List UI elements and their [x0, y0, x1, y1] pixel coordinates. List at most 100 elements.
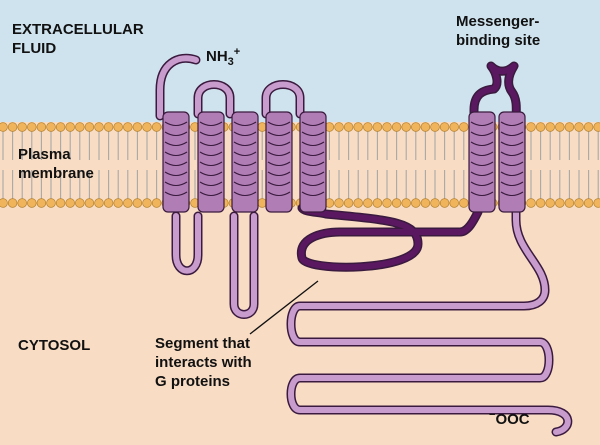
- lipid-head: [526, 122, 536, 132]
- helix-coil: [470, 131, 494, 137]
- helix-coil: [233, 151, 257, 157]
- lipid-head: [17, 198, 27, 208]
- lipid-head: [535, 122, 546, 132]
- helix-coil: [267, 141, 291, 147]
- chain-segment-dark: [471, 63, 520, 123]
- helix-body: [197, 111, 225, 213]
- helix-coil: [470, 191, 494, 197]
- lipid-head: [94, 122, 104, 132]
- segment-label-line3: G proteins: [155, 373, 231, 390]
- lipid-head: [459, 122, 469, 132]
- messenger-label-line1: Messenger-: [456, 13, 540, 30]
- lipid-head: [574, 122, 584, 132]
- lipid-head: [430, 198, 440, 208]
- helix-coil: [199, 171, 223, 177]
- helix-coil: [267, 171, 291, 177]
- nh3-text: NH: [206, 48, 228, 65]
- helix-coil: [301, 121, 325, 127]
- helix-coil: [301, 171, 325, 177]
- helix-coil: [470, 121, 494, 127]
- helix-body: [265, 111, 293, 213]
- transmembrane-helix: [231, 111, 259, 213]
- helix-coil: [500, 161, 524, 167]
- lipid-head: [372, 122, 383, 132]
- helix-coil: [500, 191, 524, 197]
- nh3-superscript: +: [233, 46, 241, 58]
- lipid-head: [430, 122, 440, 132]
- lipid-head: [132, 122, 143, 132]
- lipid-head: [363, 122, 373, 132]
- extracellular-label-line2: FLUID: [12, 40, 57, 57]
- helix-coil: [470, 141, 494, 147]
- lipid-head: [391, 198, 402, 208]
- segment-pointer-line: [249, 280, 319, 335]
- helix-coil: [199, 141, 223, 147]
- lipid-head: [75, 198, 85, 208]
- cooh-text: OOC: [495, 411, 530, 428]
- helix-coil: [233, 181, 257, 187]
- lipid-head: [334, 198, 344, 208]
- lipid-head: [343, 198, 354, 208]
- lipid-head: [449, 122, 459, 132]
- lipid-head: [123, 198, 133, 208]
- lipid-head: [449, 198, 459, 208]
- lipid-head: [17, 122, 27, 132]
- helix-coil: [267, 161, 291, 167]
- transmembrane-helices: [162, 111, 526, 213]
- helix-coil: [267, 181, 291, 187]
- lipid-head: [564, 122, 575, 132]
- helix-coil: [164, 191, 188, 197]
- lipid-head: [372, 198, 383, 208]
- helix-coil: [470, 181, 494, 187]
- helix-coil: [164, 151, 188, 157]
- helix-coil: [233, 121, 257, 127]
- lipid-head: [7, 122, 18, 132]
- helix-coil: [301, 161, 325, 167]
- lipid-head: [420, 122, 431, 132]
- carboxyl-terminus-label: −OOC: [489, 409, 530, 431]
- lipid-head: [46, 122, 56, 132]
- cytosol-label: CYTOSOL: [18, 337, 91, 354]
- lipid-head: [94, 198, 104, 208]
- chain-segment-dark: [298, 205, 481, 271]
- helix-coil: [199, 191, 223, 197]
- helix-coil: [233, 171, 257, 177]
- helix-coil: [233, 131, 257, 137]
- transmembrane-helix: [498, 111, 526, 213]
- lipid-head: [75, 122, 85, 132]
- helix-coil: [301, 181, 325, 187]
- helix-coil: [470, 171, 494, 177]
- lipid-head: [55, 122, 66, 132]
- nh3-subscript: 3: [227, 56, 234, 68]
- lipid-head: [439, 122, 450, 132]
- lipid-head: [142, 198, 152, 208]
- chain-segment: [173, 213, 201, 274]
- helix-coil: [267, 191, 291, 197]
- plasma-membrane-label: Plasma membrane: [18, 145, 94, 183]
- helix-coil: [500, 181, 524, 187]
- lipid-head: [401, 198, 411, 208]
- lipid-head: [574, 198, 584, 208]
- chain-segment: [263, 81, 303, 117]
- lipid-head: [382, 198, 392, 208]
- lipid-head: [401, 122, 411, 132]
- lipid-head: [113, 198, 123, 208]
- helix-coil: [164, 121, 188, 127]
- lipid-head: [36, 122, 47, 132]
- chain-segment: [231, 213, 257, 318]
- lipid-head: [555, 122, 565, 132]
- lipid-head: [257, 122, 267, 132]
- receptor-chain: [155, 53, 573, 437]
- lipid-head: [132, 198, 143, 208]
- helix-coil: [500, 151, 524, 157]
- lipid-head: [583, 122, 594, 132]
- lipid-head: [84, 122, 95, 132]
- lipid-head: [103, 122, 114, 132]
- lipid-head: [439, 198, 450, 208]
- helix-body: [468, 111, 496, 213]
- helix-coil: [199, 151, 223, 157]
- helix-coil: [233, 191, 257, 197]
- messenger-label-line2: binding site: [456, 32, 541, 49]
- lipid-head: [123, 122, 133, 132]
